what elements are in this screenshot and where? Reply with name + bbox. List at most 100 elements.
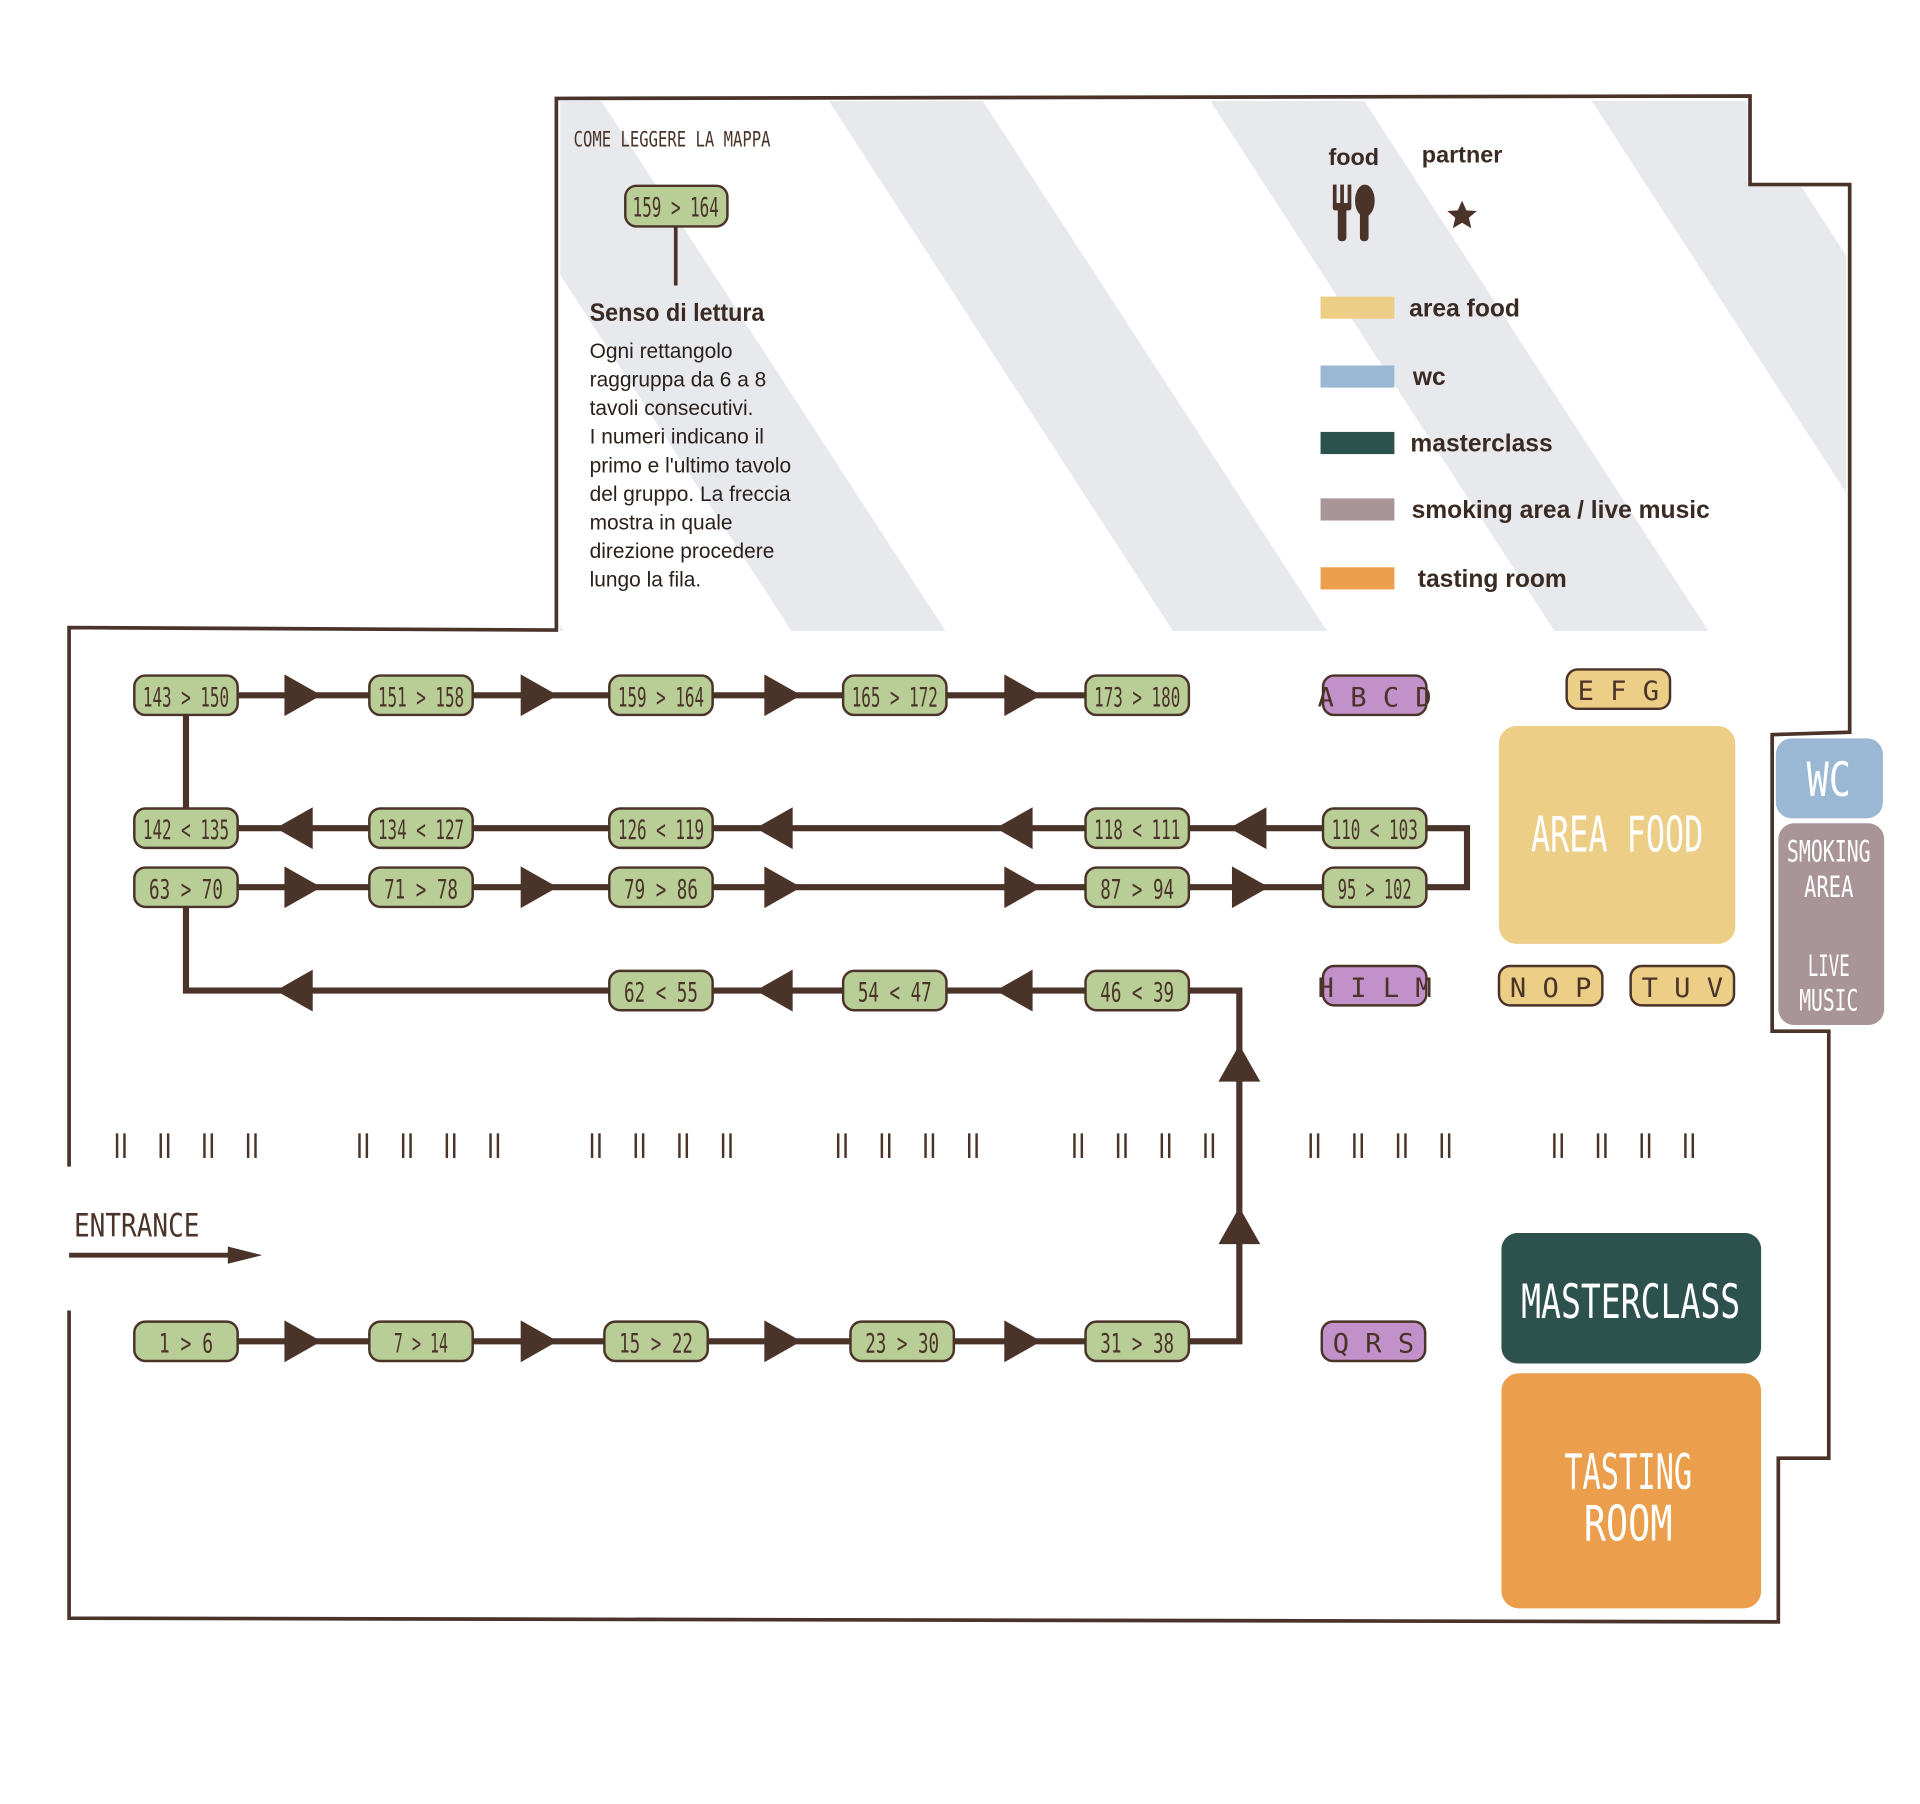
table-group[interactable]: 159 > 164 [608, 674, 714, 717]
table-group[interactable]: 63 > 70 [133, 866, 239, 909]
partner-stand[interactable]: A B C D [1318, 674, 1432, 717]
separator-marks [115, 1133, 1695, 1158]
table-group-label: 95 > 102 [1338, 874, 1412, 905]
table-group-label: 151 > 158 [378, 682, 464, 713]
arrow-right-icon [1231, 866, 1269, 909]
area-food[interactable]: AREA FOOD [1498, 726, 1736, 944]
table-group[interactable]: 71 > 78 [368, 866, 474, 909]
table-group[interactable]: 142 < 135 [133, 807, 239, 850]
partner-stand-label: A B C D [1318, 682, 1432, 713]
table-group[interactable]: 173 > 180 [1084, 674, 1191, 717]
arrow-left-icon [275, 969, 313, 1012]
table-group-box [603, 1320, 709, 1363]
table-group[interactable]: 126 < 119 [608, 807, 714, 850]
arrow-left-icon [995, 807, 1033, 850]
table-group-box [608, 969, 714, 1012]
table-group-label: 173 > 180 [1094, 682, 1180, 713]
partner-stand[interactable]: H I L M [1318, 964, 1432, 1007]
how-to-body-line: I numeri indicano il [590, 426, 764, 449]
table-group-box [368, 866, 474, 909]
arrow-up-icon [1218, 1207, 1261, 1245]
table-group[interactable]: 87 > 94 [1084, 866, 1191, 909]
table-group[interactable]: 46 < 39 [1084, 969, 1191, 1012]
arrow-right-icon [284, 674, 322, 717]
table-group-label: 54 < 47 [858, 978, 932, 1009]
wc-label: WC [1807, 754, 1851, 808]
table-group[interactable]: 165 > 172 [841, 674, 948, 717]
table-group-label: 87 > 94 [1100, 874, 1174, 905]
table-group[interactable]: 7 > 14 [368, 1320, 474, 1363]
table-group-box [368, 807, 474, 850]
table-groups: 143 > 150 151 > 158 159 > 164 165 > 172 173 … [133, 674, 1428, 1363]
how-to-title: COME LEGGERE LA MAPPA [574, 127, 771, 151]
table-group-box [1084, 969, 1191, 1012]
table-group-label: 31 > 38 [1100, 1328, 1174, 1359]
table-group-box [849, 1320, 956, 1363]
legend-label: area food [1409, 295, 1520, 322]
table-group-label: 142 < 135 [143, 815, 229, 846]
arrow-left-icon [275, 807, 313, 850]
legend-swatch [1320, 498, 1395, 521]
table-group-box [1084, 674, 1191, 717]
arrow-left-icon [755, 969, 793, 1012]
fork-spoon-icon [1332, 184, 1375, 242]
table-group-label: 46 < 39 [1100, 978, 1174, 1009]
food-stand[interactable]: E F G [1565, 668, 1672, 711]
stands: A B C D H I L M Q R S E F G N O P T U V [1318, 668, 1736, 1363]
table-group[interactable]: 79 > 86 [608, 866, 714, 909]
how-to-body-line: raggruppa da 6 a 8 [590, 369, 767, 392]
table-group[interactable]: 143 > 150 [133, 674, 239, 717]
table-group[interactable]: 62 < 55 [608, 969, 714, 1012]
food-stand[interactable]: T U V [1629, 964, 1736, 1007]
table-group-box [1084, 1320, 1191, 1363]
partner-stand[interactable]: Q R S [1320, 1320, 1427, 1363]
path-lines [182, 692, 1471, 1345]
wc-area[interactable]: WC [1775, 738, 1883, 819]
table-group-label: 143 > 150 [143, 682, 229, 713]
food-stand[interactable]: N O P [1497, 964, 1604, 1007]
arrow-up-icon [1218, 1044, 1261, 1082]
table-group-label: 1 > 6 [159, 1328, 213, 1359]
legend-item: masterclass [1320, 431, 1553, 458]
table-group-box [133, 807, 239, 850]
live-music-label-1: LIVE [1808, 949, 1850, 983]
legend-swatch [1320, 365, 1395, 388]
legend-label: wc [1412, 364, 1446, 391]
table-group-box [608, 674, 714, 717]
table-group[interactable]: 151 > 158 [368, 674, 474, 717]
table-group-box [1321, 807, 1428, 850]
table-group[interactable]: 15 > 22 [603, 1320, 709, 1363]
legend-item: wc [1320, 364, 1446, 391]
table-group[interactable]: 1 > 6 [133, 1320, 239, 1363]
table-group-box [608, 866, 714, 909]
table-group-label: 63 > 70 [149, 874, 223, 905]
table-group-label: 15 > 22 [619, 1328, 693, 1359]
table-group-box [133, 674, 239, 717]
table-group[interactable]: 110 < 103 [1321, 807, 1428, 850]
table-group-box [608, 807, 714, 850]
direction-arrows [275, 674, 1269, 1363]
table-group[interactable]: 95 > 102 [1321, 866, 1428, 909]
table-group-box [841, 674, 948, 717]
table-group[interactable]: 134 < 127 [368, 807, 474, 850]
table-group[interactable]: 31 > 38 [1084, 1320, 1191, 1363]
tasting-room-area[interactable]: TASTING ROOM [1501, 1373, 1762, 1609]
table-group-label: 118 < 111 [1094, 815, 1180, 846]
table-group-label: 110 < 103 [1332, 815, 1418, 846]
smoking-live-music-area[interactable]: SMOKING AREA LIVE MUSIC [1778, 823, 1885, 1026]
how-to-body-line: lungo la fila. [590, 568, 702, 591]
arrow-right-icon [284, 1320, 322, 1363]
arrow-left-icon [755, 807, 793, 850]
entrance-label: ENTRANCE [74, 1207, 200, 1245]
arrow-right-icon [764, 1320, 802, 1363]
how-to-heading: Senso di lettura [590, 300, 765, 327]
arrow-right-icon [520, 674, 558, 717]
legend-swatch [1320, 567, 1395, 590]
table-group[interactable]: 118 < 111 [1084, 807, 1191, 850]
table-group[interactable]: 23 > 30 [849, 1320, 956, 1363]
masterclass-area[interactable]: MASTERCLASS [1501, 1233, 1762, 1364]
how-to-body-line: direzione procedere [590, 540, 775, 563]
table-group[interactable]: 54 < 47 [841, 969, 948, 1012]
arrow-right-icon [1004, 866, 1042, 909]
